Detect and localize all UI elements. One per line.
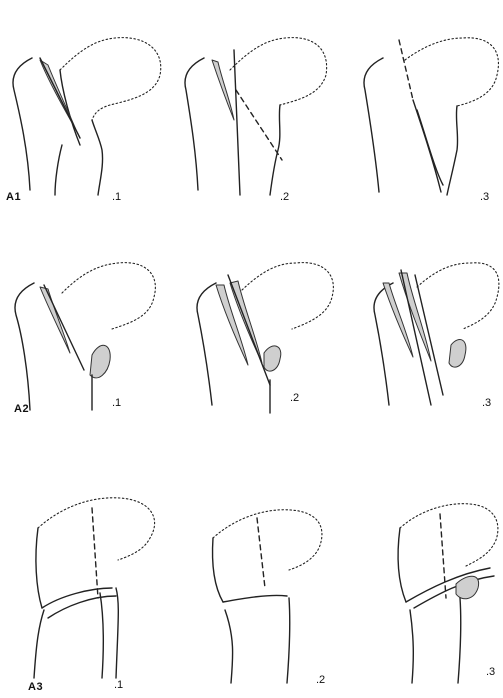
row-label-a2: A2 — [14, 403, 29, 415]
subtype-label-a2-1: .1 — [112, 397, 121, 409]
femur-diagram-a1-3 — [345, 20, 503, 200]
subtype-label-a3-3: .3 — [486, 666, 495, 678]
femur-diagram-a2-2 — [180, 245, 340, 415]
femur-diagram-a3-2 — [195, 478, 335, 688]
subtype-label-a1-1: .1 — [112, 191, 121, 203]
femur-diagram-a1-1 — [0, 20, 170, 200]
subtype-label-a3-2: .2 — [316, 674, 325, 686]
subtype-label-a2-2: .2 — [290, 392, 299, 404]
femur-diagram-a3-3 — [370, 478, 503, 688]
row-label-a1: A1 — [6, 191, 21, 203]
subtype-label-a1-3: .3 — [480, 191, 489, 203]
subtype-label-a1-2: .2 — [280, 191, 289, 203]
subtype-label-a2-3: .3 — [482, 397, 491, 409]
row-label-a3: A3 — [28, 681, 43, 693]
femur-diagram-a2-1 — [0, 245, 170, 415]
femur-diagram-a2-3 — [355, 245, 503, 415]
subtype-label-a3-1: .1 — [114, 679, 123, 691]
femur-diagram-a1-2 — [170, 20, 335, 200]
femur-diagram-a3-1 — [0, 478, 170, 688]
